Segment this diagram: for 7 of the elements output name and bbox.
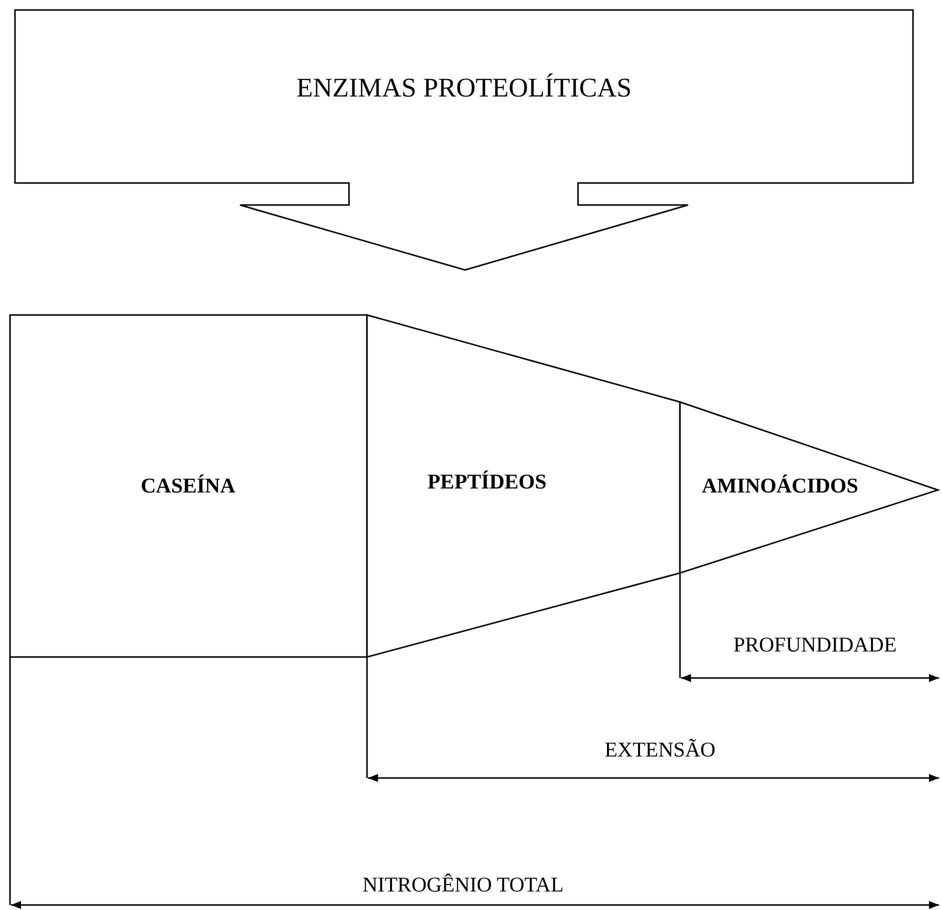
dimension-label: NITROGÊNIO TOTAL (362, 872, 564, 898)
region-label: CASEÍNA (140, 474, 236, 498)
title-text: ENZIMAS PROTEOLÍTICAS (296, 72, 632, 104)
region-label: PEPTÍDEOS (427, 470, 547, 494)
region-label: AMINOÁCIDOS (702, 474, 858, 498)
dimension-label: EXTENSÃO (604, 738, 716, 762)
dimension-label: PROFUNDIDADE (733, 632, 897, 658)
